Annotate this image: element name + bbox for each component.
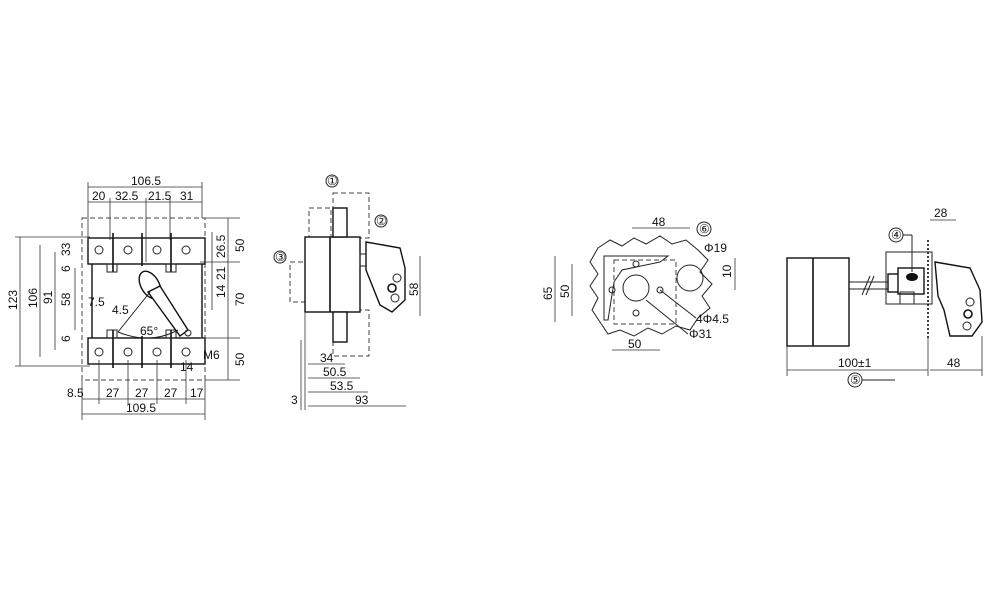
dim-right-70: 70 xyxy=(233,292,247,306)
callout-5: ⑤ xyxy=(850,373,861,387)
hole-label-31: Φ31 xyxy=(689,327,712,341)
callout-4: ④ xyxy=(891,228,902,242)
dim-top-4: 31 xyxy=(180,189,194,203)
dim-side-3: 3 xyxy=(291,393,298,407)
callout-1: ① xyxy=(327,174,338,188)
dim-ext-48: 48 xyxy=(947,356,961,370)
dim-bottom-27a: 27 xyxy=(106,386,120,400)
dim-right-14: 14 xyxy=(214,284,228,298)
dim-handle-58: 58 xyxy=(407,282,421,296)
dim-bottom-27b: 27 xyxy=(135,386,149,400)
dim-terminal-14: 14 xyxy=(180,360,194,374)
dim-cutout-50h: 50 xyxy=(628,337,642,351)
dim-bottom-17: 17 xyxy=(190,386,204,400)
dim-left-91: 91 xyxy=(41,290,55,304)
dim-cutout-65: 65 xyxy=(541,286,555,300)
dim-cutout-48: 48 xyxy=(652,215,666,229)
dim-bottom-27c: 27 xyxy=(164,386,178,400)
angle-label: 65° xyxy=(140,324,158,338)
extended-view: ④ 28 100±1 48 ⑤ xyxy=(786,206,983,388)
dim-7-5: 7.5 xyxy=(88,295,105,309)
dim-ext-100: 100±1 xyxy=(838,356,872,370)
hole-label-19: Φ19 xyxy=(704,241,727,255)
callout-3: ③ xyxy=(275,250,286,264)
front-view: 65° 106.5 20 32.5 21.5 31 123 106 91 58 … xyxy=(6,174,247,420)
dim-left-123: 123 xyxy=(6,290,20,310)
side-view: ① ② ③ 58 34 50.5 53.5 3 93 xyxy=(273,174,421,410)
callout-2: ② xyxy=(376,214,387,228)
thread-label: M6 xyxy=(203,348,220,362)
dim-left-6a: 6 xyxy=(59,265,73,272)
dim-side-93: 93 xyxy=(355,393,369,407)
cutout-view: 48 ⑥ Φ19 65 50 50 10 4Φ4.5 Φ31 xyxy=(541,215,736,351)
dim-top-1: 20 xyxy=(92,189,106,203)
dim-left-6b: 6 xyxy=(59,335,73,342)
dim-side-34: 34 xyxy=(320,351,334,365)
dim-4-5: 4.5 xyxy=(112,303,129,317)
dim-top-2: 32.5 xyxy=(115,189,139,203)
dim-left-106: 106 xyxy=(26,288,40,308)
hole-label-4-5: 4Φ4.5 xyxy=(696,312,729,326)
dim-bottom-8-5: 8.5 xyxy=(67,386,84,400)
dim-cutout-10: 10 xyxy=(720,264,734,278)
dim-bottom-overall: 109.5 xyxy=(126,401,156,415)
dim-right-50b: 50 xyxy=(233,352,247,366)
callout-6: ⑥ xyxy=(699,222,710,236)
dim-side-50-5: 50.5 xyxy=(323,365,347,379)
dim-side-53-5: 53.5 xyxy=(330,379,354,393)
dim-right-21: 21 xyxy=(214,266,228,280)
dim-ext-28: 28 xyxy=(934,206,948,220)
dim-right-50a: 50 xyxy=(233,238,247,252)
dim-left-58: 58 xyxy=(59,292,73,306)
dim-top-3: 21.5 xyxy=(148,189,172,203)
dim-left-33: 33 xyxy=(59,242,73,256)
dim-cutout-50v: 50 xyxy=(558,284,572,298)
dim-top-overall: 106.5 xyxy=(131,174,161,188)
dim-right-26-5: 26.5 xyxy=(214,234,228,258)
